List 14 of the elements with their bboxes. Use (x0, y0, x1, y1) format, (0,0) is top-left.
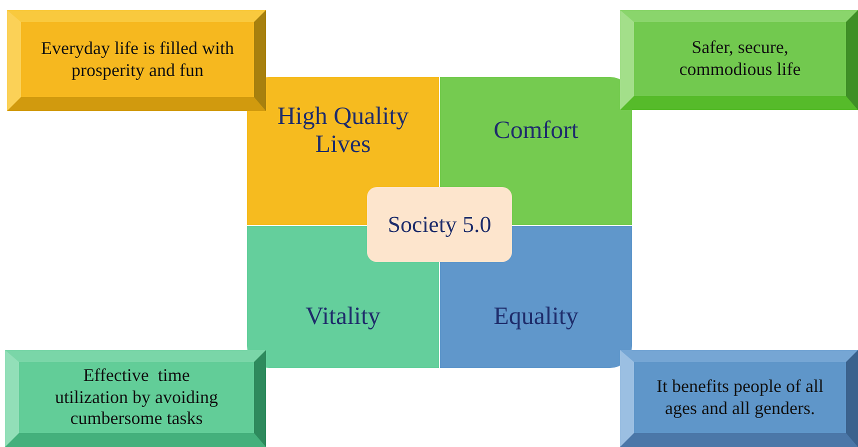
node-text: Vitality (306, 303, 380, 331)
node-text: Equality (494, 303, 578, 331)
node-text: High Quality Lives (276, 103, 410, 158)
beveled-box (5, 350, 266, 447)
beveled-box (620, 10, 858, 110)
node-text: Effective time utilization by avoiding cumbersome tasks (54, 365, 219, 430)
beveled-box (620, 350, 858, 447)
beveled-box (7, 10, 266, 111)
center-box (367, 187, 512, 262)
node-text: Safer, secure, commodious life (678, 37, 802, 81)
node-text: It benefits people of all ages and all genders. (656, 376, 824, 420)
node-text: Comfort (494, 117, 578, 145)
node-text: Everyday life is filled with prosperity and fun (40, 38, 235, 82)
node-text: Society 5.0 (388, 212, 492, 238)
